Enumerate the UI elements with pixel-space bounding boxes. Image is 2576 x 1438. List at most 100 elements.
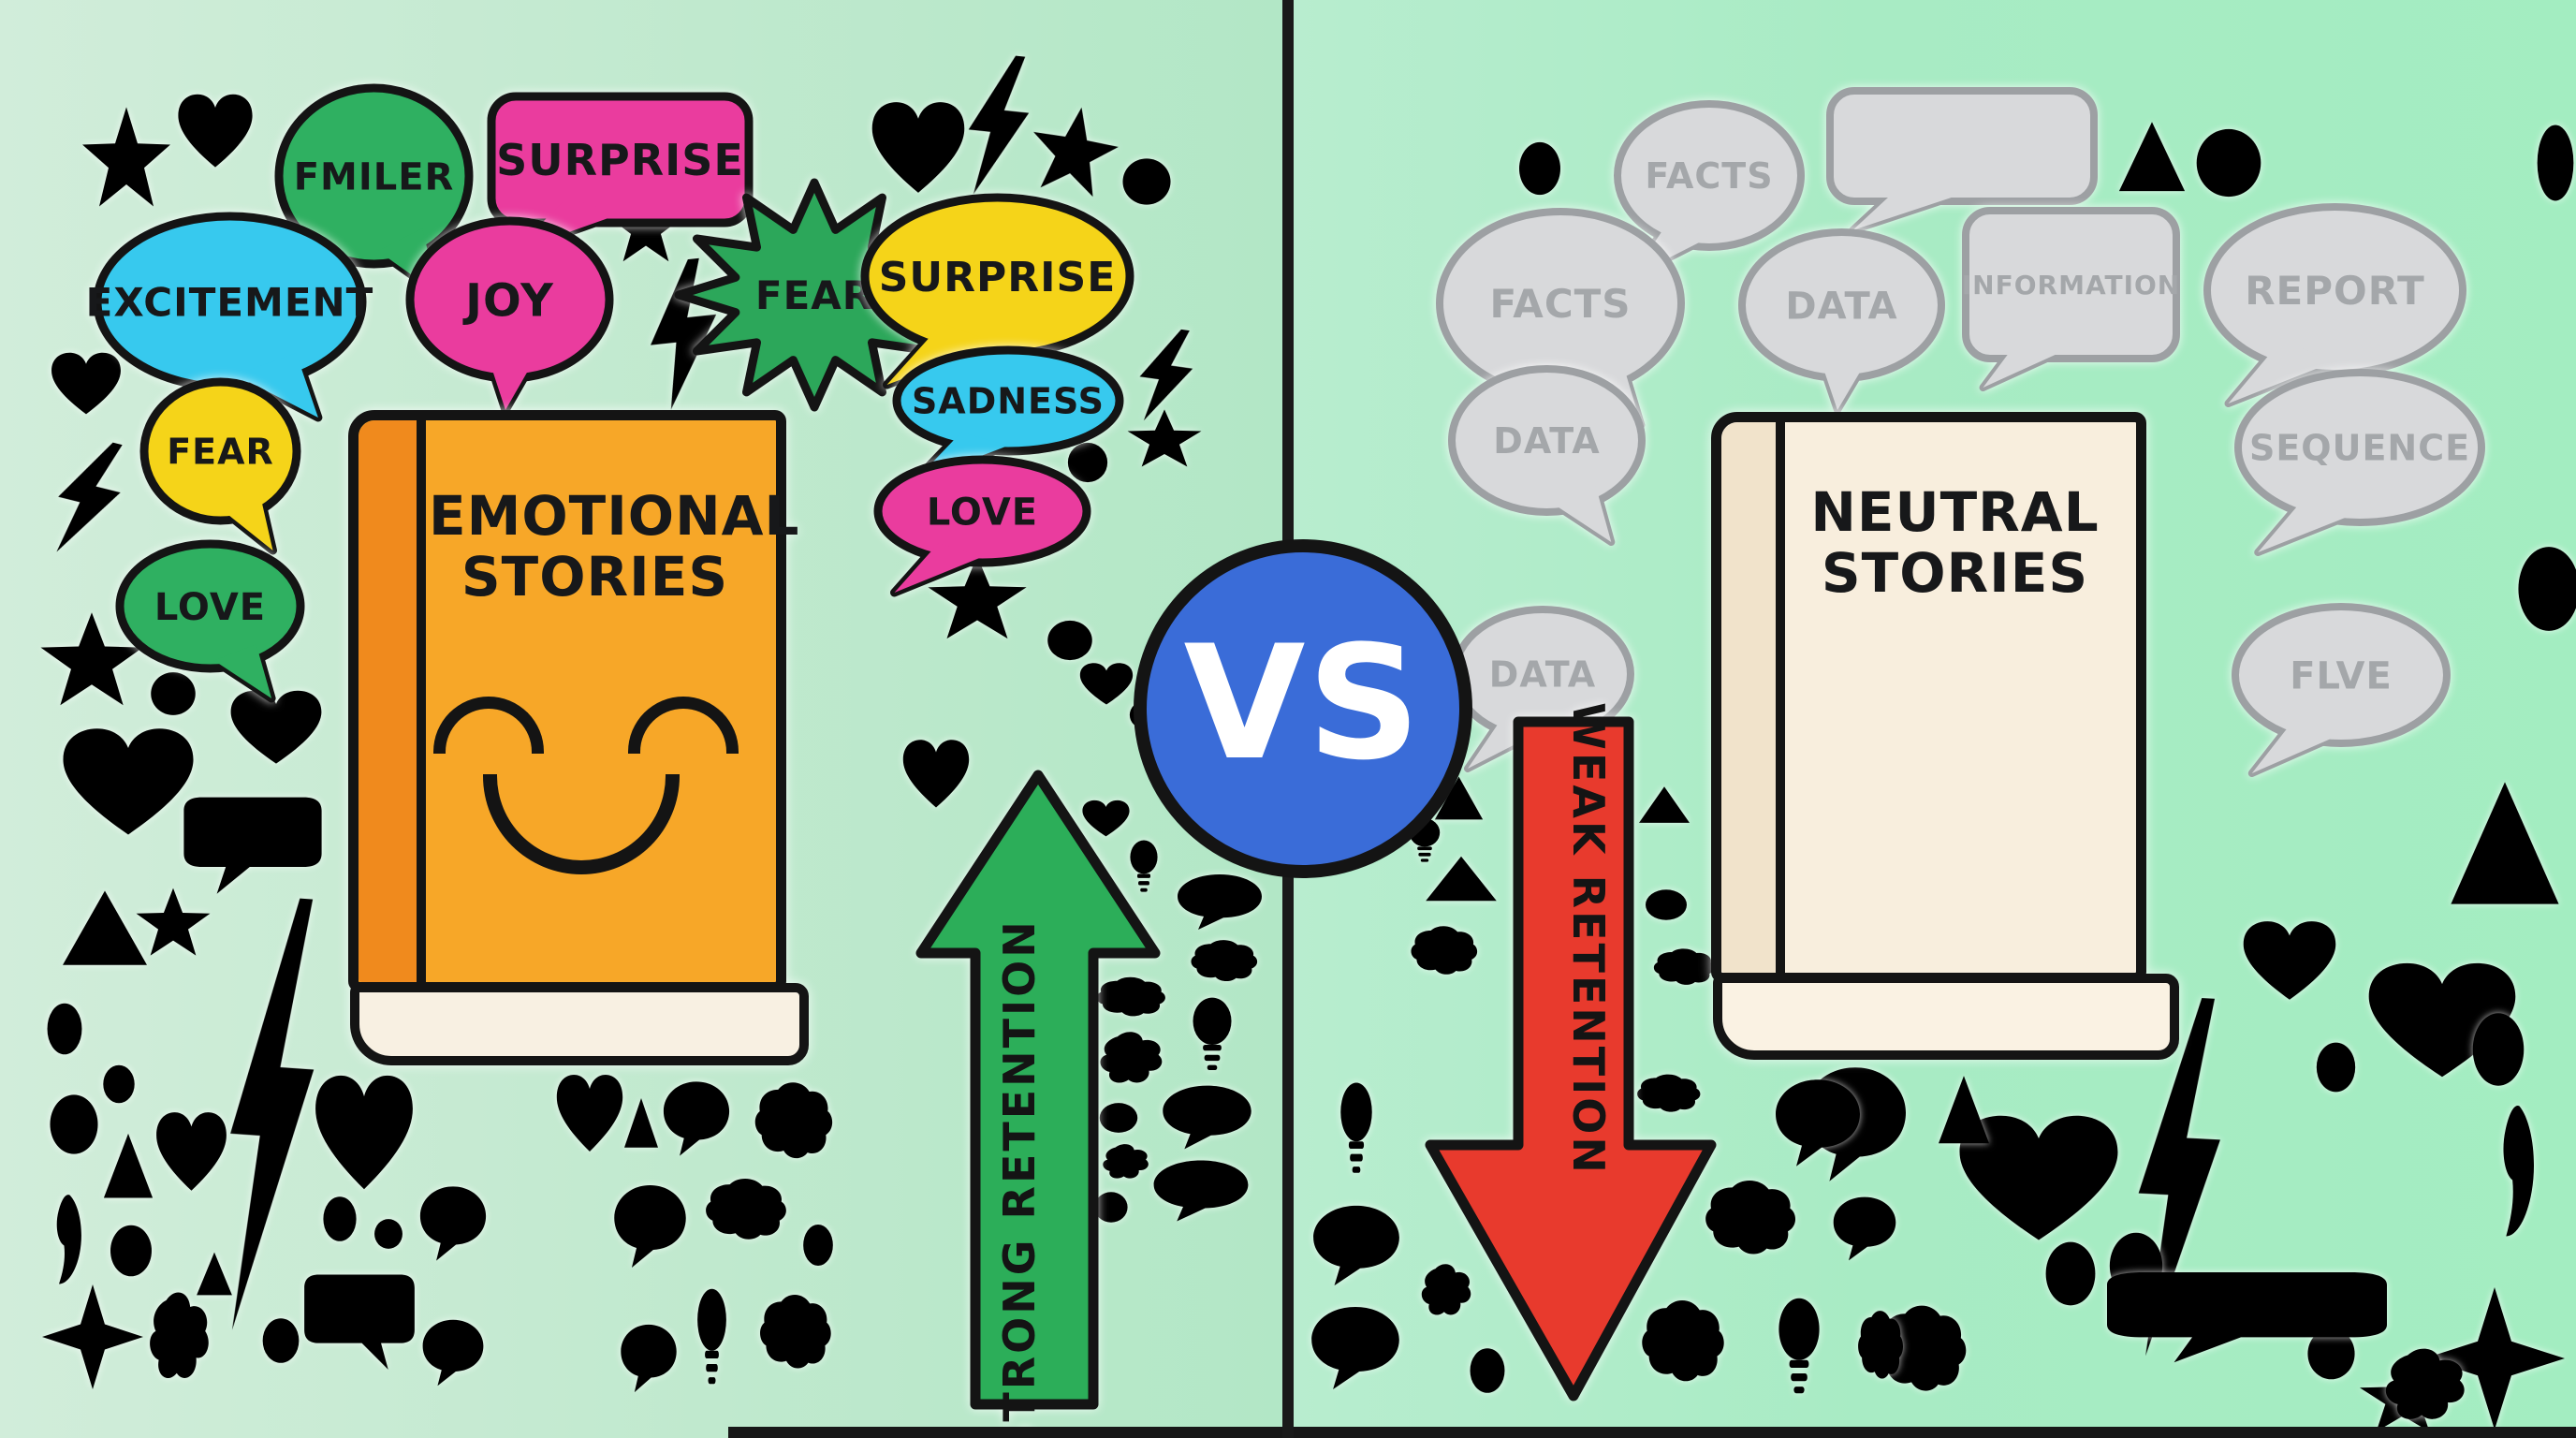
bulb-icon [685,1284,739,1395]
oval-icon [2042,1238,2099,1310]
triangle-icon [2445,775,2565,914]
speech-bubble-label: SURPRISE [879,254,1117,301]
speech-bubble-label: DATA [1785,285,1897,328]
weak-retention-label: WEAK RETENTION [1563,702,1614,1176]
emotional-stories-book: EMOTIONAL STORIES [348,410,816,1070]
bulb-icon [1762,1294,1837,1404]
chatdots-icon [1309,1200,1404,1291]
triangle-icon [101,1130,155,1203]
strong-retention-label: STRONG RETENTION [994,918,1045,1438]
speech-bubble-label: FEAR [167,432,274,473]
speech-bubble-label: FEAR [755,272,873,318]
chatrect-icon [300,1266,419,1376]
speech-bubble-information: INFORMATION [1962,207,2180,391]
triangle-icon [622,1095,660,1152]
speech-bubble-surprise: SURPRISE [860,193,1134,389]
oval-icon [47,1091,101,1158]
speech-bubble-love: LOVE [873,455,1091,597]
smiley-right-eye-icon [628,697,739,754]
oval-icon [321,1194,359,1244]
speech-bubble-data: DATA [1448,365,1646,546]
book-cover: EMOTIONAL STORIES [348,410,798,992]
speech-bubble-sequence: SEQUENCE [2234,369,2485,556]
speech-bubble-label: FACTS [1645,155,1773,197]
speech-bubble-label: DATA [1489,654,1596,696]
weak-retention-arrow: WEAK RETENTION [1425,702,1717,1401]
neutral-stories-book: NEUTRAL STORIES [1711,412,2184,1067]
brain-icon [747,1072,839,1170]
oval-icon [2535,120,2576,206]
triangle-icon [1936,1072,1992,1149]
oval-icon [1516,139,1563,198]
speech-bubble-label: SURPRISE [496,135,744,185]
blob-icon [142,1283,217,1393]
comma-icon [42,1189,89,1290]
heart-icon [552,1069,627,1163]
oval-icon [101,1063,137,1106]
chatrect-icon [178,788,328,901]
speech-bubble-report: REPORT [2203,203,2466,407]
book-cover: NEUTRAL STORIES [1711,412,2146,983]
star5-icon [134,887,212,961]
speech-bubble-label: FLVE [2290,654,2393,697]
vs-badge: VS [1134,539,1472,878]
brain-icon [1853,1301,1907,1389]
speech-bubble-label: DATA [1493,420,1600,462]
chatdots-icon [1173,871,1266,933]
chatdots-icon [1830,1193,1899,1265]
star5-icon [1125,408,1204,472]
speech-bubble-flve: FLVE [2232,603,2451,777]
triangle-icon [2115,118,2188,197]
oval-icon [2469,1008,2527,1091]
chatdots-icon [618,1320,680,1397]
heart-icon [2237,916,2342,1011]
comma-icon [2485,1097,2543,1245]
speech-bubble-label: FMILER [294,155,455,198]
oval-icon [373,1217,404,1251]
chatdots-icon [660,1077,733,1161]
speech-bubble-label: INFORMATION [1962,270,2180,301]
book-title-line1: EMOTIONAL [429,484,800,548]
speech-bubble-label: FACTS [1489,281,1631,327]
book-title-line2: STORIES [461,544,729,609]
oval-icon [2192,125,2265,201]
speech-bubble-love: LOVE [115,539,305,703]
brain-icon [1184,934,1263,988]
book-title-line2: STORIES [1821,540,2089,605]
book-title-line1: NEUTRAL [1810,480,2100,544]
speech-bubble-label: LOVE [927,491,1038,534]
star5-icon [80,105,173,215]
heart-icon [173,89,257,178]
speech-bubble-facts: FACTS [1614,100,1805,281]
speech-bubble-joy: JOY [405,216,614,415]
book-spine [359,420,426,982]
chatrect-icon [2095,1264,2399,1369]
speech-bubble-fmiler: FMILER [274,83,474,299]
book-spine [1721,422,1785,973]
oval-icon [2514,541,2576,637]
chatdots-icon [419,1315,487,1390]
speech-bubble-label: LOVE [154,586,266,629]
brain-icon [697,1170,793,1249]
chatdots-icon [1149,1156,1253,1225]
speech-bubble-data: DATA [1738,228,1945,414]
bottom-edge-strip [728,1427,2576,1438]
speech-bubble-label: SADNESS [912,381,1105,422]
speech-bubble-fear: FEAR [674,178,955,412]
oval-icon [1045,618,1095,663]
smiley-smile-icon [483,774,680,874]
oval-icon [108,1222,154,1280]
book-title: EMOTIONAL STORIES [429,486,798,609]
oval-icon [2314,1039,2358,1095]
triangle-icon [195,1250,234,1299]
speech-bubble-label: REPORT [2245,268,2425,314]
heart-icon [152,1107,231,1202]
speech-bubble-excitement: EXCITEMENT [86,212,373,422]
up-arrow-icon [915,770,1161,1410]
down-arrow-icon [1425,716,1717,1401]
speech-bubble-empty [1826,87,2098,234]
oval-icon [45,1000,84,1058]
strong-retention-arrow: STRONG RETENTION [915,770,1161,1438]
brain-icon [753,1284,837,1380]
chatdots-icon [1158,1081,1256,1153]
